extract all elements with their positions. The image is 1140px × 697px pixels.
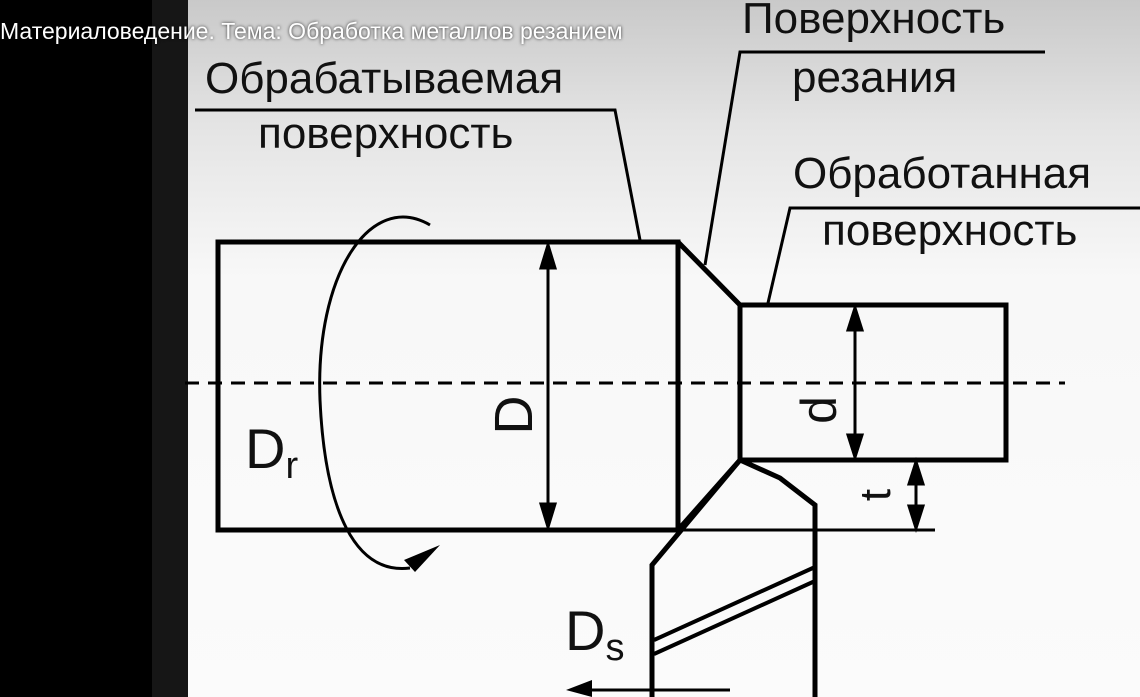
dimension-D-arrow-bottom	[538, 502, 558, 533]
video-title[interactable]: Материаловедение. Тема: Обработка металл…	[0, 18, 623, 44]
dark-edge-strip	[152, 0, 188, 697]
label-cutting-surface-line1: Поверхность	[742, 0, 1005, 43]
leader-finished-surface	[766, 206, 1140, 304]
label-machined-surface-line2: поверхность	[258, 109, 513, 158]
tool-edge-hatch-1	[653, 565, 816, 642]
cutting-surface-top-edge	[676, 240, 742, 307]
diagram-background	[188, 0, 1140, 697]
label-main-motion-letter: D	[245, 417, 285, 480]
feed-arrow-head	[566, 680, 592, 697]
leader-cutting-surface	[703, 50, 1045, 266]
label-feed-motion-sub: s	[605, 627, 624, 669]
label-main-motion: Dr	[245, 417, 298, 487]
label-main-motion-sub: r	[285, 445, 298, 487]
label-diameter-D: D	[484, 396, 544, 435]
dimension-t-arrow-bottom	[906, 504, 926, 533]
dimension-t-arrow-top	[906, 457, 926, 486]
rotation-arrow-curve	[318, 215, 431, 570]
label-diameter-d: d	[791, 396, 847, 424]
label-depth-t: t	[851, 489, 900, 501]
cutting-tool-outline	[649, 456, 818, 697]
dimension-d-arrow-bottom	[845, 433, 865, 462]
workpiece-large-cylinder	[215, 239, 681, 533]
label-finished-surface-line1: Обработанная	[793, 149, 1091, 198]
tool-edge-hatch-2	[653, 579, 816, 656]
rotation-arrow-head	[404, 545, 440, 572]
label-feed-motion-letter: D	[565, 599, 605, 662]
leader-machined-surface	[195, 108, 642, 241]
label-cutting-surface-line2: резания	[792, 53, 957, 102]
label-finished-surface-line2: поверхность	[822, 206, 1077, 255]
label-feed-motion: Ds	[565, 599, 624, 669]
dimension-D-arrow-top	[538, 239, 558, 270]
dimension-d-arrow-top	[845, 303, 865, 332]
label-machined-surface-line1: Обрабатываемая	[205, 54, 563, 103]
left-black-bar	[0, 0, 152, 697]
